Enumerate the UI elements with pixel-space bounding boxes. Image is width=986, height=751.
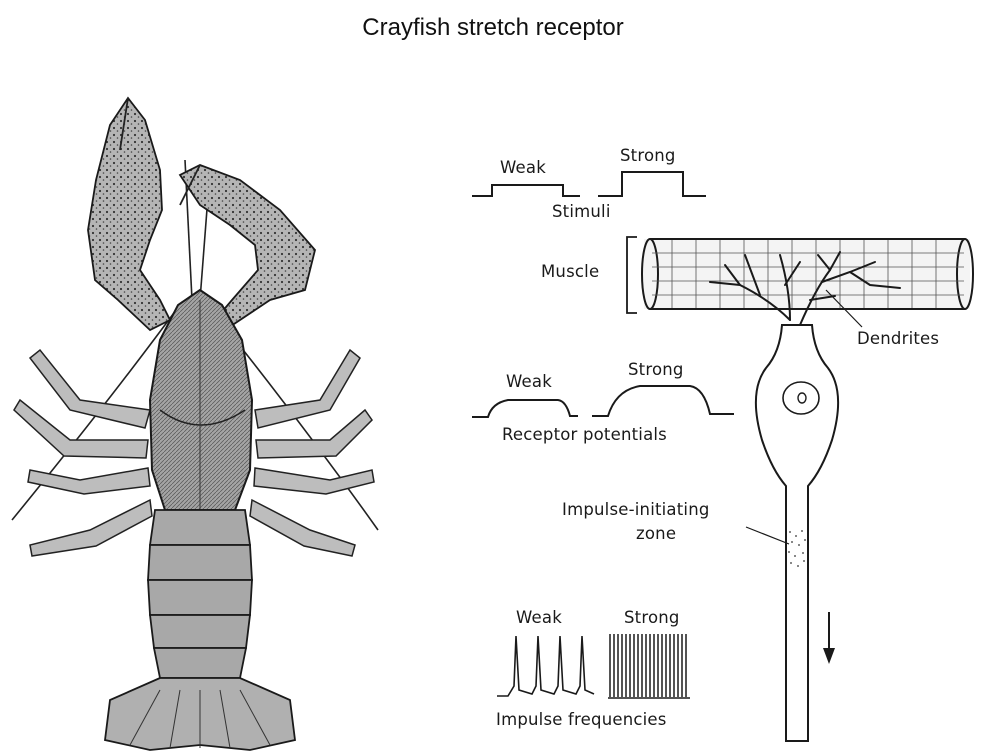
zone-label-line1: Impulse-initiating [562,500,710,519]
stimulus-strong-trace [598,172,706,196]
receptor-weak-label: Weak [506,372,552,391]
receptor-strong-label: Strong [628,360,684,379]
zone-leader-line [746,527,789,544]
zone-label-line2: zone [636,524,676,543]
impulse-caption: Impulse frequencies [496,710,667,729]
muscle-label: Muscle [541,262,599,281]
stimulus-weak-trace [472,185,580,196]
stimuli-caption: Stimuli [552,202,611,221]
receptor-weak-trace [472,400,578,417]
stimulus-weak-label: Weak [500,158,546,177]
impulse-weak-label: Weak [516,608,562,627]
receptor-caption: Receptor potentials [502,425,667,444]
stimulus-strong-label: Strong [620,146,676,165]
neuron-cell-body [756,325,838,741]
muscle-bracket [627,237,637,313]
impulse-strong-label: Strong [624,608,680,627]
dendrites-label: Dendrites [857,329,939,348]
receptor-strong-trace [592,386,734,416]
impulse-weak-trace [497,636,594,696]
down-arrow-icon [823,612,835,664]
muscle-fiber [642,239,973,309]
